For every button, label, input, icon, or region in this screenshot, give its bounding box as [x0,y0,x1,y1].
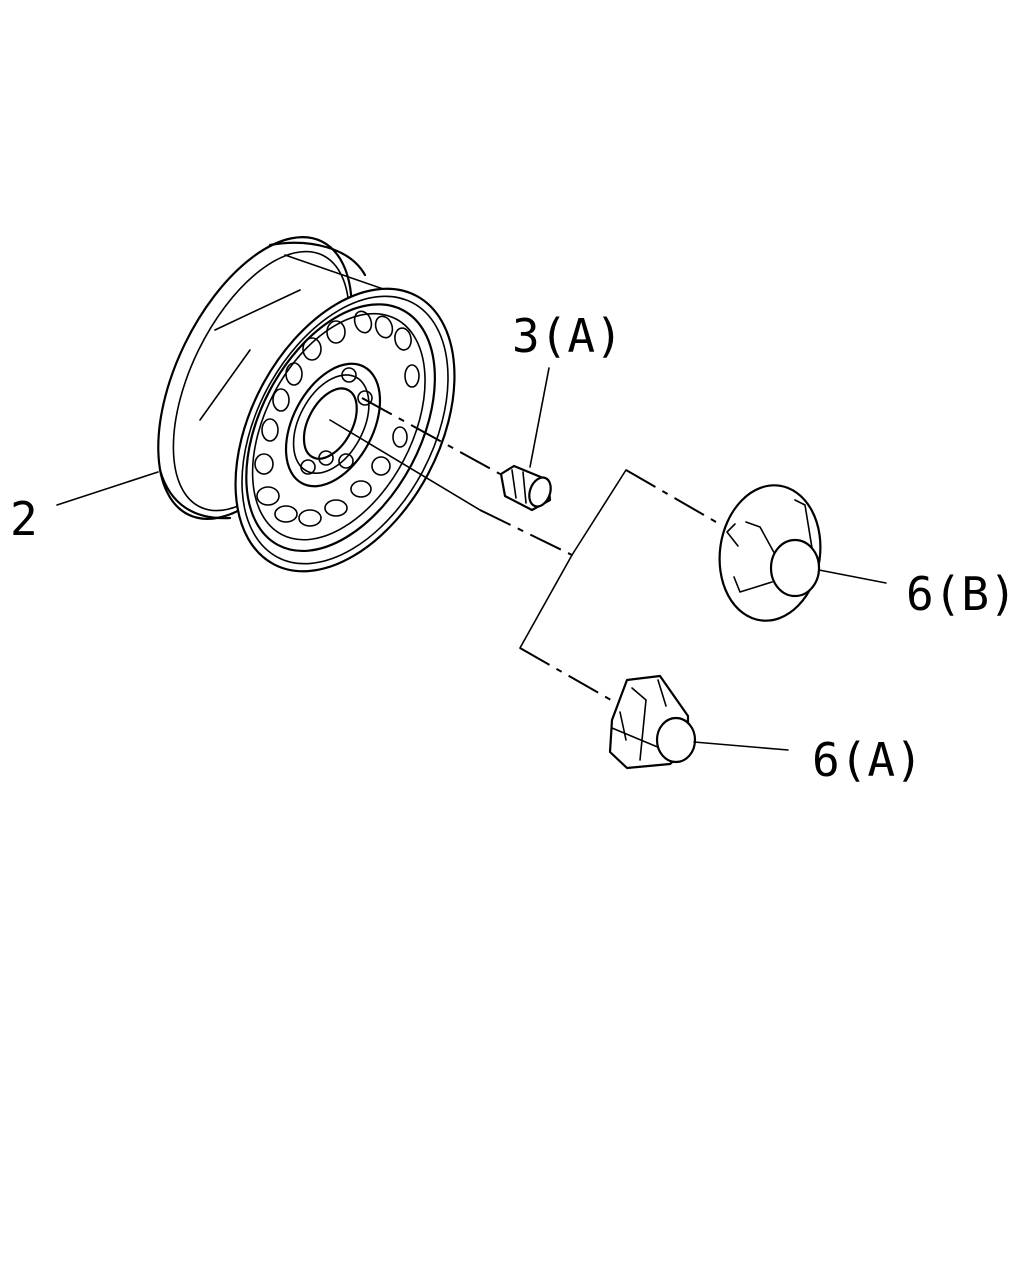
callout-3a: 3(A) [512,309,623,363]
lug-nut [499,464,552,512]
lug-holes [300,367,373,475]
leader-lines [56,367,887,751]
assembly-lines [329,397,717,701]
center-cap-a [608,674,697,770]
callout-6b: 6(B) [906,567,1017,621]
steel-wheel [157,236,456,573]
callout-2: 2 [10,492,38,546]
callout-6a: 6(A) [812,733,923,787]
center-cap-b [718,484,822,622]
vent-holes [254,310,420,527]
